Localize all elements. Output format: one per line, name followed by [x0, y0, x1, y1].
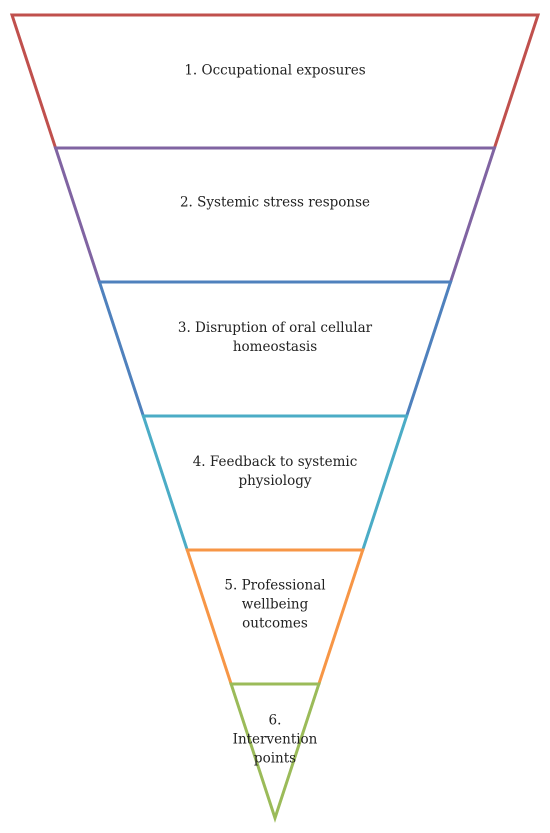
funnel-level-2 — [53, 146, 497, 284]
level-6-label: 6. Intervention points — [232, 712, 318, 767]
level-3-label: 3. Disruption of oral cellular homeostas… — [177, 320, 373, 355]
level-1-label: 1. Occupational exposures — [184, 62, 366, 79]
level-4-label: 4. Feedback to systemic physiology — [192, 454, 358, 489]
level-2-label: 2. Systemic stress response — [179, 194, 371, 211]
funnel-level-1 — [9, 13, 541, 150]
funnel-level-6 — [229, 682, 321, 823]
level-5-label: 5. Professional wellbeing outcomes — [224, 577, 326, 632]
